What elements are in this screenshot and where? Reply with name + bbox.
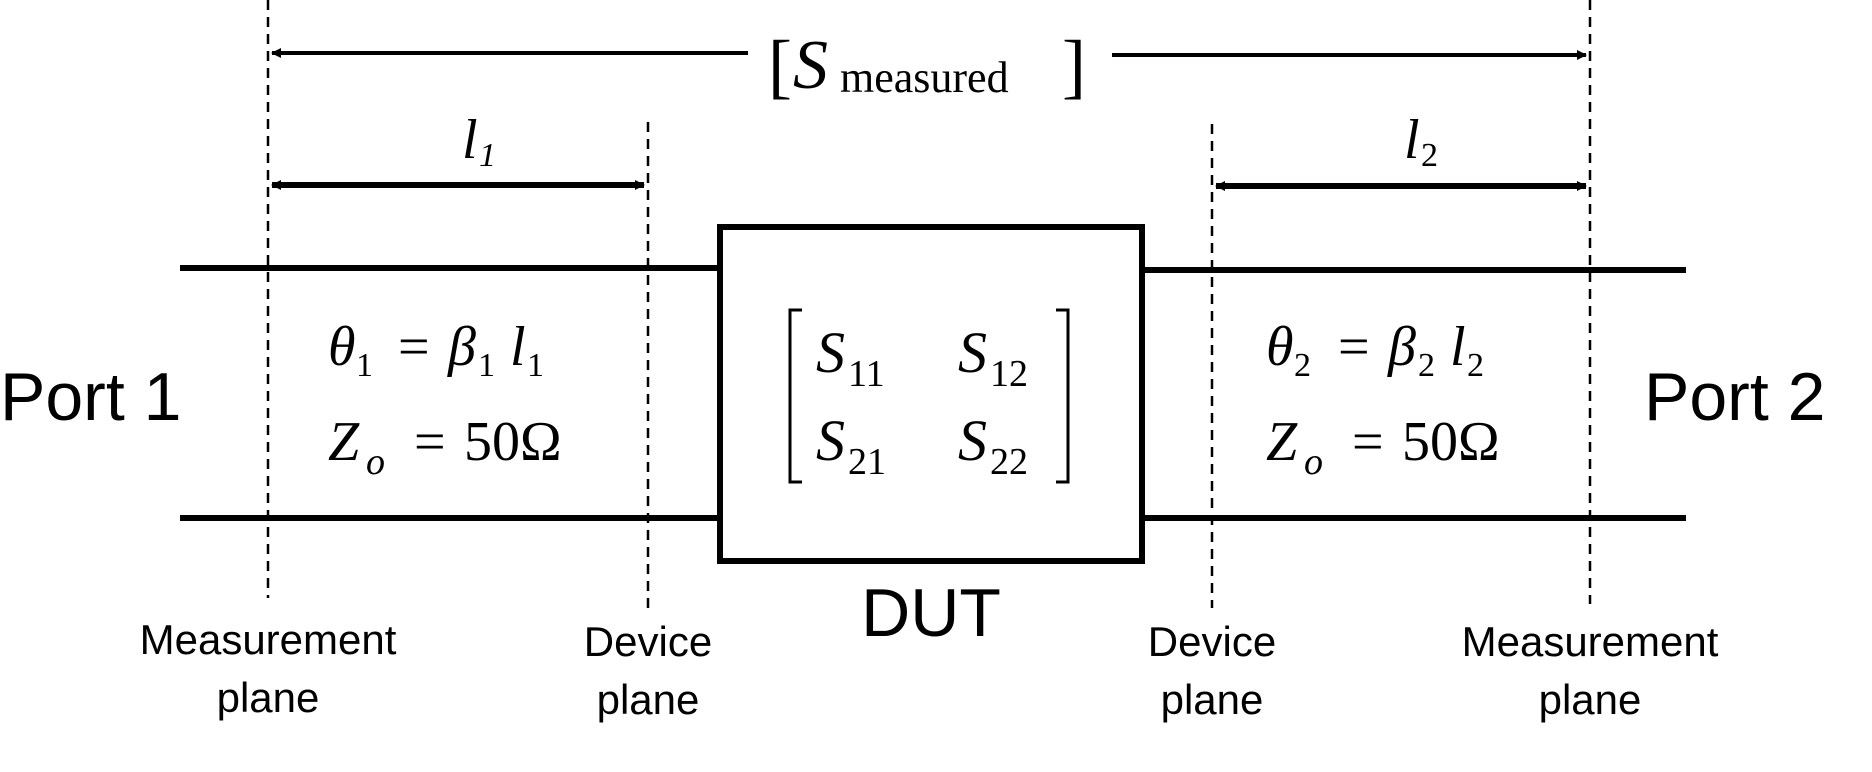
matrix-left-bracket	[788, 308, 802, 484]
svg-text:1: 1	[356, 347, 373, 384]
port-2-label: Port 2	[1644, 359, 1825, 435]
svg-text:Measurement: Measurement	[1462, 618, 1719, 665]
svg-text:]: ]	[1062, 26, 1086, 106]
svg-text:50Ω: 50Ω	[1402, 411, 1500, 473]
svg-text:Device: Device	[584, 618, 712, 665]
svg-text:S: S	[793, 27, 828, 104]
matrix-entry-s21: S 21	[816, 408, 886, 483]
svg-text:=: =	[1352, 411, 1384, 473]
svg-text:θ: θ	[1266, 316, 1294, 378]
svg-text:l: l	[462, 109, 478, 171]
right-line-theta-equation: θ 2 = β 2 l 2	[1266, 316, 1484, 384]
right-measurement-plane-label: Measurement plane	[1462, 618, 1719, 723]
left-transmission-line	[180, 265, 718, 521]
right-transmission-line	[1140, 267, 1686, 521]
svg-text:l: l	[510, 316, 526, 378]
port-1-label: Port 1	[0, 359, 181, 435]
svg-text:o: o	[1304, 441, 1323, 483]
matrix-entry-s11: S 11	[816, 320, 885, 395]
svg-text:1: 1	[478, 347, 495, 384]
svg-text:plane: plane	[1161, 676, 1264, 723]
svg-text:12: 12	[990, 353, 1028, 395]
svg-text:plane: plane	[1539, 676, 1642, 723]
svg-text:θ: θ	[328, 316, 356, 378]
svg-text:=: =	[1338, 316, 1370, 378]
svg-text:β: β	[1387, 316, 1416, 378]
svg-text:plane: plane	[597, 676, 700, 723]
svg-text:11: 11	[848, 353, 885, 395]
svg-text:=: =	[398, 316, 430, 378]
svg-text:Z: Z	[1266, 411, 1298, 473]
svg-text:[: [	[768, 26, 792, 106]
left-device-plane-label: Device plane	[584, 618, 712, 723]
svg-text:o: o	[366, 441, 385, 483]
svg-text:2: 2	[1418, 347, 1435, 384]
matrix-entry-s22: S 22	[958, 408, 1028, 483]
svg-text:S: S	[816, 320, 845, 385]
svg-text:Z: Z	[328, 411, 360, 473]
svg-text:S: S	[958, 408, 987, 473]
svg-text:S: S	[958, 320, 987, 385]
l2-label: l 2	[1404, 109, 1438, 174]
svg-text:50Ω: 50Ω	[464, 411, 562, 473]
svg-text:2: 2	[1467, 347, 1484, 384]
svg-text:β: β	[447, 316, 476, 378]
s-measured-label: [ S measured ]	[768, 26, 1086, 106]
left-measurement-plane-label: Measurement plane	[140, 616, 397, 721]
svg-text:2: 2	[1294, 347, 1311, 384]
svg-text:l: l	[1450, 316, 1466, 378]
matrix-right-bracket	[1056, 308, 1070, 484]
svg-text:=: =	[414, 411, 446, 473]
svg-text:S: S	[816, 408, 845, 473]
svg-text:measured: measured	[840, 53, 1009, 102]
svg-text:1: 1	[479, 137, 496, 174]
s-parameter-matrix: S 11 S 12 S 21 S 22	[788, 308, 1070, 484]
svg-text:plane: plane	[217, 674, 320, 721]
svg-text:21: 21	[848, 441, 886, 483]
dut-box	[717, 224, 1145, 564]
right-device-plane-label: Device plane	[1148, 618, 1276, 723]
svg-text:22: 22	[990, 441, 1028, 483]
svg-text:2: 2	[1421, 137, 1438, 174]
svg-text:Measurement: Measurement	[140, 616, 397, 663]
left-line-impedance-equation: Z o = 50Ω	[328, 411, 562, 483]
dut-label: DUT	[861, 575, 1001, 651]
svg-text:Device: Device	[1148, 618, 1276, 665]
l1-label: l 1	[462, 109, 496, 174]
svg-text:1: 1	[527, 347, 544, 384]
matrix-entry-s12: S 12	[958, 320, 1028, 395]
left-line-theta-equation: θ 1 = β 1 l 1	[328, 316, 544, 384]
right-line-impedance-equation: Z o = 50Ω	[1266, 411, 1500, 483]
svg-text:l: l	[1404, 109, 1420, 171]
